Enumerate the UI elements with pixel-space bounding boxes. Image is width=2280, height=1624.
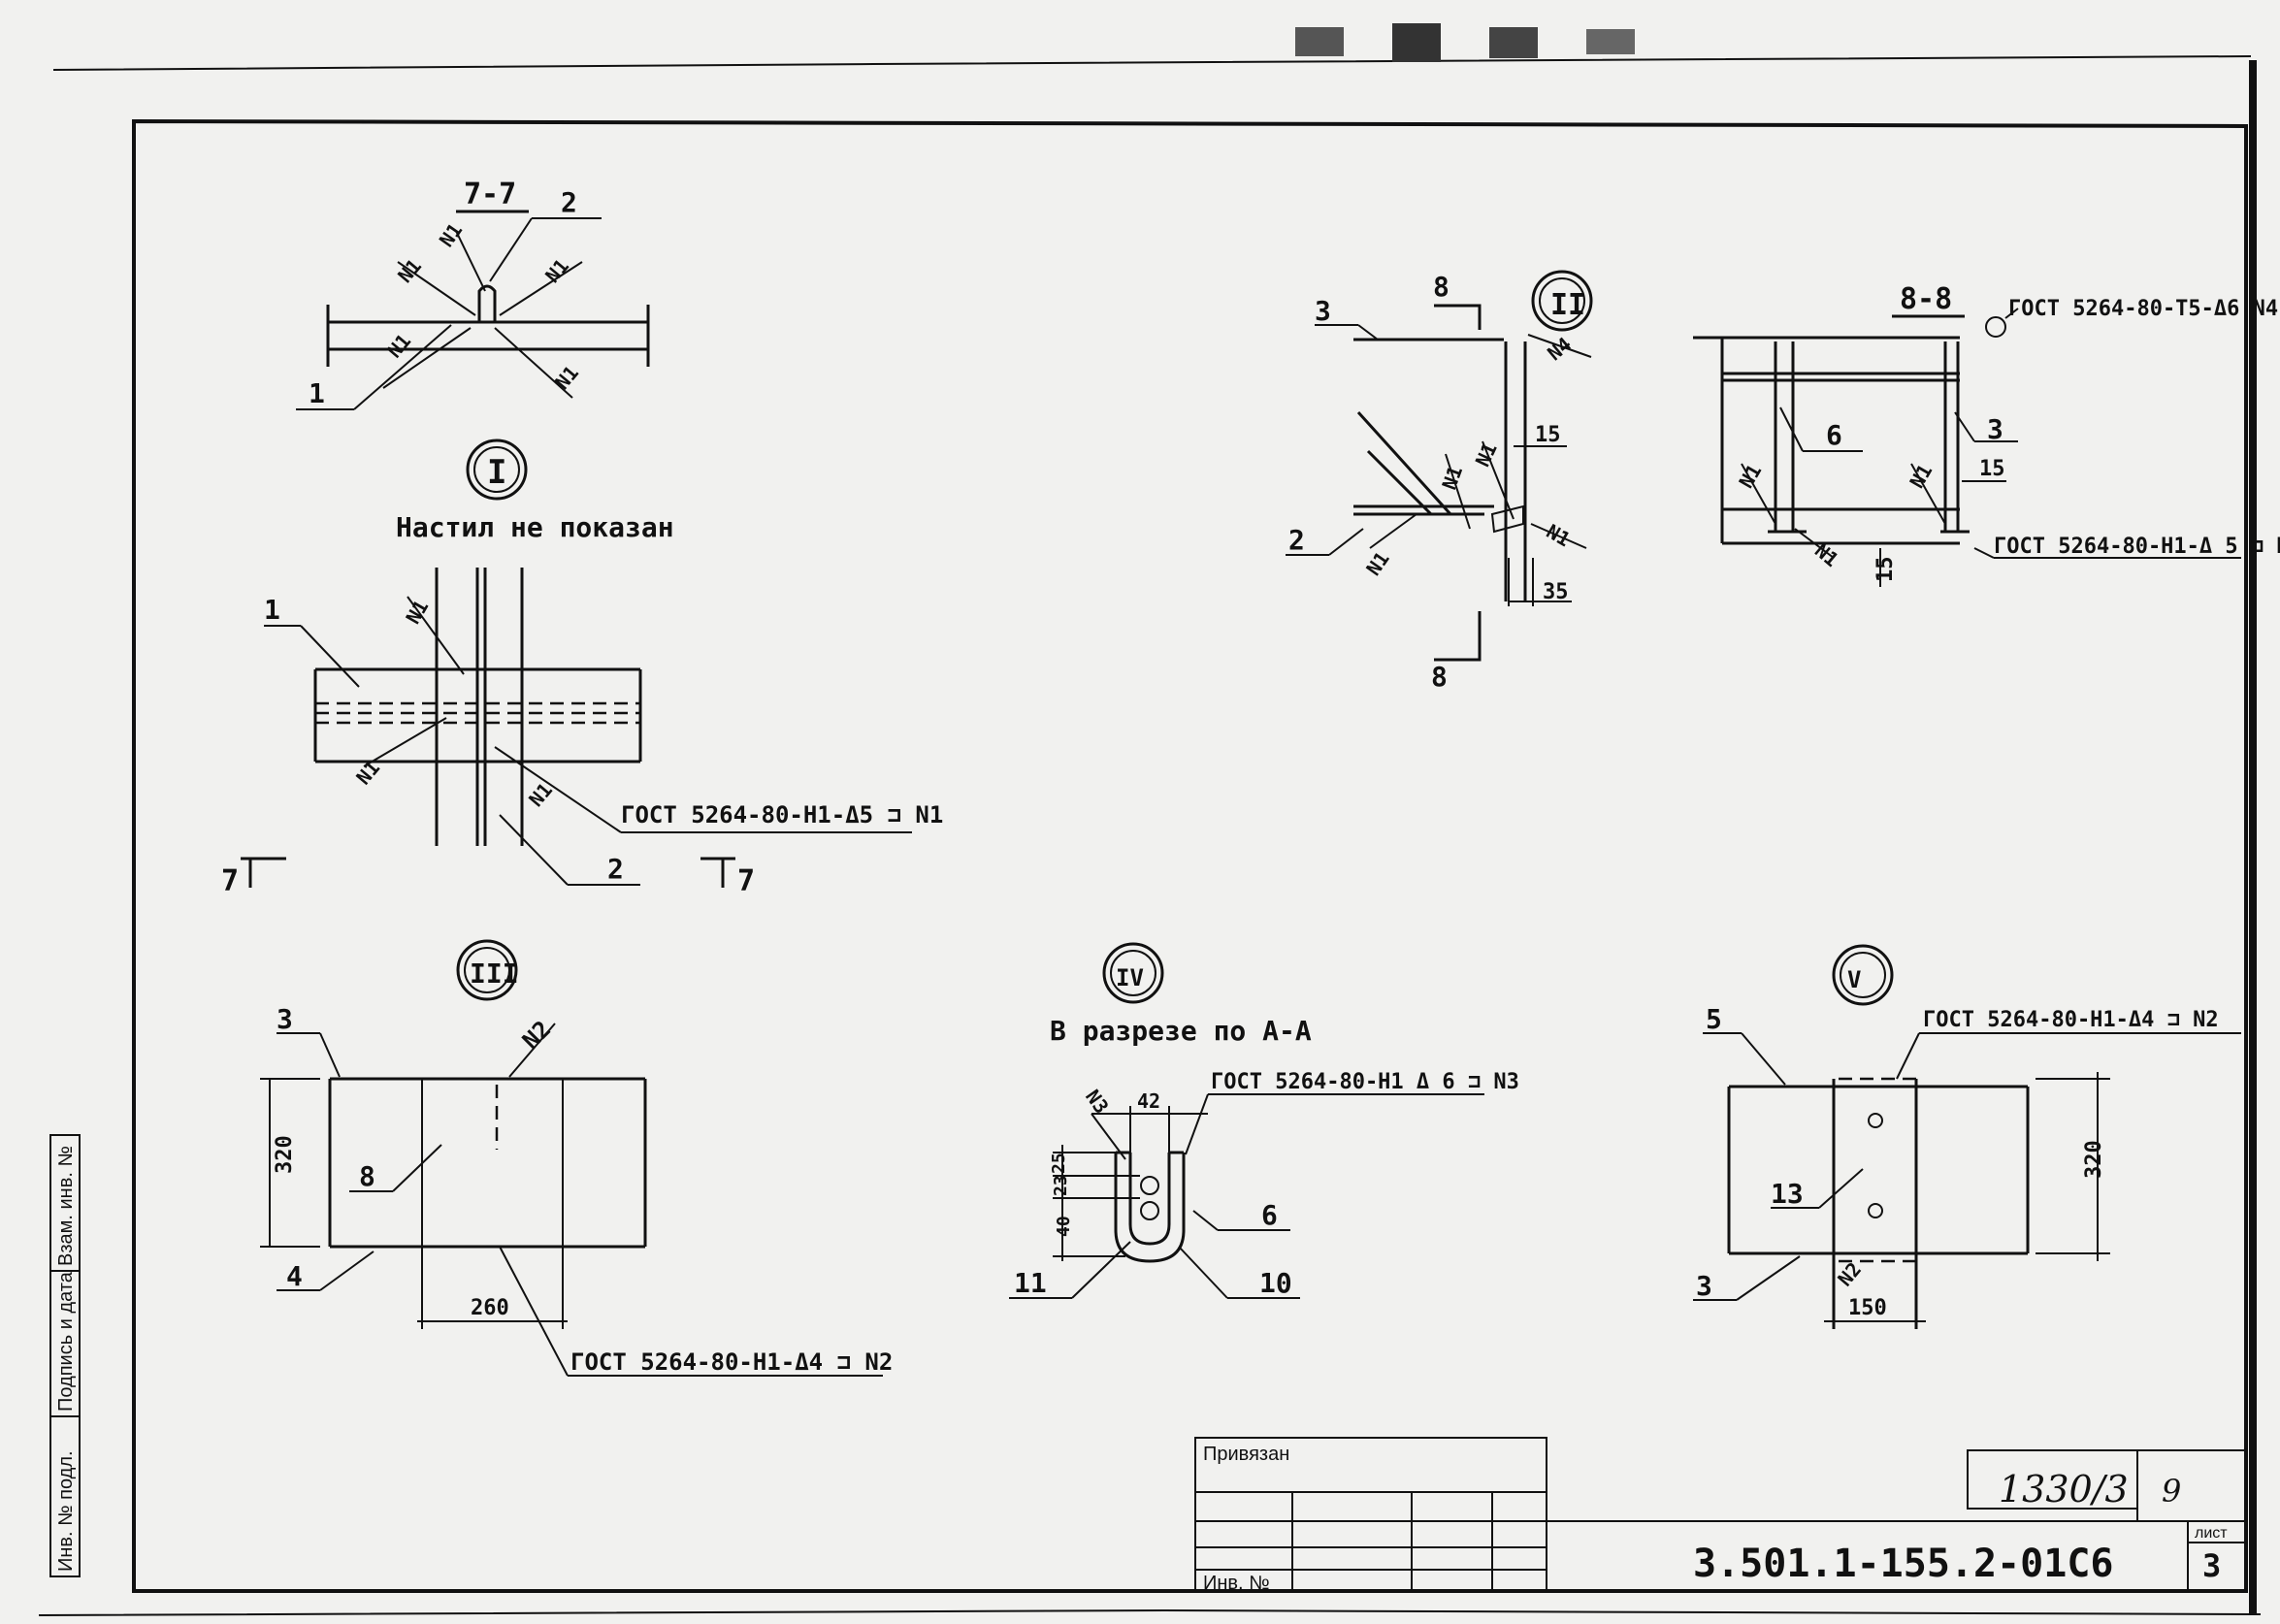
side-stamp: Инв. № подл. Подпись и дата Взам. инв. № bbox=[49, 1134, 81, 1577]
part-label: 3 bbox=[1315, 295, 1331, 327]
part-label: 3 bbox=[277, 1003, 293, 1035]
stamp-signature-date: Подпись и дата bbox=[55, 1271, 77, 1412]
part-label: 13 bbox=[1771, 1178, 1804, 1210]
weld-label: N2 bbox=[517, 1016, 556, 1055]
node-marker: I bbox=[487, 453, 506, 492]
sheet-bottom-edge bbox=[38, 1608, 2262, 1616]
stamp-inv-podl: Инв. № подл. bbox=[55, 1450, 77, 1572]
section-title: 7-7 bbox=[464, 178, 516, 211]
node-marker: V bbox=[1847, 966, 1861, 993]
sheet-number: 3 bbox=[2202, 1547, 2221, 1584]
part-label: 3 bbox=[1987, 413, 2003, 445]
part-label: 2 bbox=[607, 853, 624, 885]
node-marker: II bbox=[1550, 288, 1585, 322]
part-label: 2 bbox=[1288, 524, 1305, 556]
dim-15-bottom: 15 bbox=[1873, 557, 1898, 583]
part-label: 10 bbox=[1259, 1267, 1292, 1299]
dim-15-top: 15 bbox=[1979, 457, 2005, 481]
scan-mark bbox=[1295, 27, 1344, 56]
part-label: 6 bbox=[1261, 1199, 1278, 1231]
part-label: 1 bbox=[264, 594, 280, 626]
weld-label: N1 bbox=[393, 254, 426, 287]
part-label: 11 bbox=[1014, 1267, 1047, 1299]
weld-label: N1 bbox=[524, 778, 557, 811]
weld-spec: ГОСТ 5264-80-Н1-Δ4 ⊐ N2 bbox=[1923, 1008, 2219, 1032]
part-label: 1 bbox=[309, 377, 325, 409]
scan-mark bbox=[1392, 23, 1441, 62]
section-8-8: 8-8 ГОСТ 5264-80-Т5-Δ6 N4 6 3 N1 N1 N1 1… bbox=[1693, 282, 2280, 587]
weld-spec-bottom: ГОСТ 5264-80-Н1-Δ 5 ⊐ N1 bbox=[1994, 535, 2280, 559]
weld-label: N1 bbox=[1543, 519, 1575, 551]
weld-spec: ГОСТ 5264-80-Н1 Δ 6 ⊐ N3 bbox=[1211, 1070, 1519, 1094]
node-note: В разрезе по А-А bbox=[1050, 1015, 1312, 1047]
node-I: I Настил не показан 1 2 N1 N1 N1 ГОСТ 52… bbox=[221, 438, 943, 898]
privyazan-label: Привязан bbox=[1203, 1444, 1289, 1465]
drawing-frame bbox=[132, 118, 2248, 1593]
node-marker: IV bbox=[1116, 964, 1144, 991]
part-label: 3 bbox=[1696, 1270, 1712, 1302]
dim-320: 320 bbox=[273, 1135, 297, 1174]
node-IV: IV В разрезе по А-А 42 N3 ГОСТ 5264-80-Н… bbox=[1009, 942, 1519, 1299]
weld-label: N4 bbox=[1543, 333, 1576, 366]
scan-mark bbox=[1489, 27, 1538, 58]
part-label: 8 bbox=[359, 1160, 375, 1192]
scan-mark bbox=[1586, 29, 1635, 54]
weld-label: N2 bbox=[1833, 1257, 1866, 1290]
handwritten-number: 1330/3 bbox=[1999, 1468, 2129, 1510]
node-II: II 8 8 3 2 N4 N1 N1 N1 N1 15 35 bbox=[1286, 270, 1593, 693]
dim-150: 150 bbox=[1848, 1296, 1887, 1320]
title-block: Привязан Инв. № 1330/3 9 лист 3 3.501.1-… bbox=[1194, 1437, 2246, 1594]
dim-15: 15 bbox=[1535, 423, 1561, 447]
weld-label: N1 bbox=[382, 329, 415, 362]
node-III: III 320 260 3 4 8 N2 ГОСТ 5264-80-Н1-Δ4 … bbox=[260, 939, 893, 1377]
dim-42: 42 bbox=[1137, 1089, 1160, 1113]
cut-mark-right: 7 bbox=[737, 864, 755, 898]
dim-260: 260 bbox=[471, 1296, 509, 1320]
weld-spec: ГОСТ 5264-80-Н1-Δ5 ⊐ N1 bbox=[621, 801, 943, 828]
sheet-top-edge bbox=[52, 55, 2252, 71]
stamp-vzam-inv: Взам. инв. № bbox=[55, 1146, 77, 1266]
weld-label: N1 bbox=[1734, 460, 1766, 492]
part-label: 6 bbox=[1826, 419, 1842, 451]
cut-mark-left: 7 bbox=[221, 864, 239, 898]
node-V: V 320 150 5 3 13 N2 ГОСТ 5264-80-Н1-Δ4 ⊐… bbox=[1693, 944, 2241, 1329]
section-title: 8-8 bbox=[1900, 282, 1952, 316]
sheet-mark: 9 bbox=[2162, 1473, 2181, 1510]
node-marker: III bbox=[470, 958, 519, 990]
sheet-label: лист bbox=[2195, 1525, 2228, 1542]
dim-23: 23 bbox=[1051, 1175, 1071, 1196]
weld-label: N1 bbox=[401, 596, 433, 628]
cut-mark-top: 8 bbox=[1433, 271, 1449, 303]
dim-40: 40 bbox=[1054, 1216, 1074, 1237]
weld-label: N1 bbox=[435, 218, 467, 251]
weld-spec-top: ГОСТ 5264-80-Т5-Δ6 N4 bbox=[2008, 297, 2278, 321]
weld-label: N1 bbox=[1437, 463, 1467, 493]
dim-35: 35 bbox=[1543, 580, 1569, 604]
section-7-7: 7-7 2 1 N1 N1 N1 N1 N1 bbox=[296, 178, 650, 410]
cut-mark-bottom: 8 bbox=[1431, 661, 1448, 693]
weld-label: N1 bbox=[540, 254, 573, 287]
part-label: 5 bbox=[1706, 1003, 1722, 1035]
weld-label: N1 bbox=[1361, 547, 1393, 580]
dim-25: 25 bbox=[1049, 1153, 1069, 1174]
dim-320: 320 bbox=[2082, 1140, 2106, 1179]
weld-label: N1 bbox=[550, 361, 583, 394]
part-label: 4 bbox=[286, 1260, 303, 1292]
weld-label: N1 bbox=[1471, 439, 1502, 471]
inv-no-label: Инв. № bbox=[1203, 1573, 1270, 1594]
weld-label: N1 bbox=[1905, 460, 1937, 492]
part-label: 2 bbox=[561, 186, 577, 218]
weld-spec: ГОСТ 5264-80-Н1-Δ4 ⊐ N2 bbox=[570, 1348, 893, 1376]
node-note: Настил не показан bbox=[396, 511, 674, 543]
drawing-designation: 3.501.1-155.2-01С6 bbox=[1693, 1542, 2113, 1586]
